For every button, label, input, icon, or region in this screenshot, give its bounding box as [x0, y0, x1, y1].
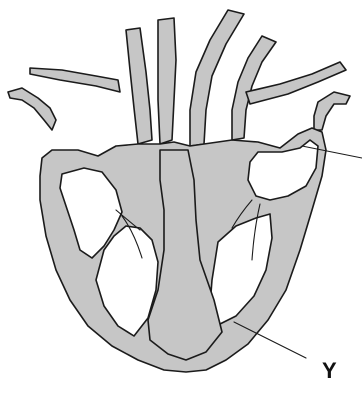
left-vertical-vessel: [126, 28, 152, 144]
aorta: [158, 18, 176, 144]
left-pulmonary-vein: [30, 68, 120, 92]
label-y: Y: [322, 358, 337, 383]
right-small-vessel: [314, 92, 350, 130]
left-small-vessel: [8, 88, 56, 130]
